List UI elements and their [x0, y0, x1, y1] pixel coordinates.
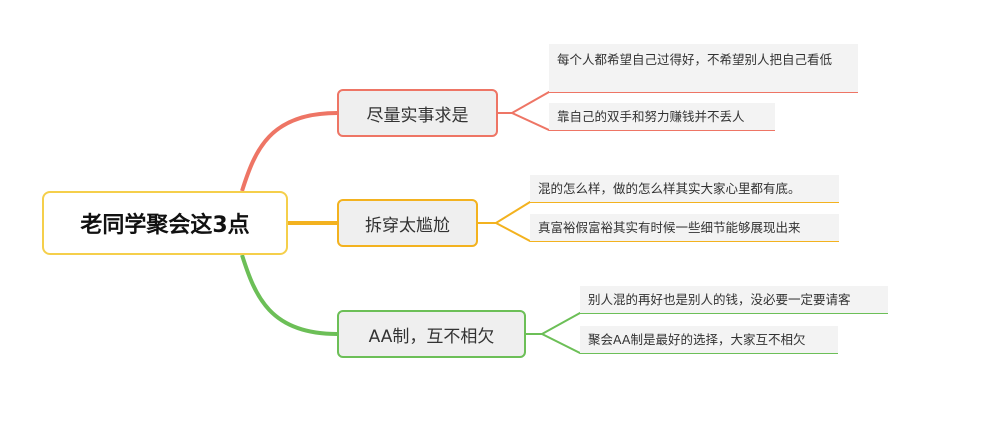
leaf-topic-1-1[interactable]: 每个人都希望自己过得好，不希望别人把自己看低	[549, 44, 858, 92]
leaf-topic-2-2[interactable]: 真富裕假富裕其实有时候一些细节能够展现出来	[530, 214, 839, 241]
connector-branch-3-leaf-2	[526, 333, 838, 354]
branch-topic-1[interactable]: 尽量实事求是	[337, 89, 498, 137]
leaf-topic-2-1[interactable]: 混的怎么样，做的怎么样其实大家心里都有底。	[530, 175, 839, 202]
connector-branch-1-leaf-2	[498, 112, 775, 131]
branch-topic-2[interactable]: 拆穿太尴尬	[337, 199, 478, 247]
root-topic[interactable]: 老同学聚会这3点	[42, 191, 288, 255]
leaf-topic-3-1[interactable]: 别人混的再好也是别人的钱，没必要一定要请客	[580, 286, 888, 313]
connector-root-branch-3	[240, 254, 338, 336]
leaf-topic-3-2[interactable]: 聚会AA制是最好的选择，大家互不相欠	[580, 326, 838, 353]
branch-topic-3[interactable]: AA制，互不相欠	[337, 310, 526, 358]
leaf-topic-1-2[interactable]: 靠自己的双手和努力赚钱并不丢人	[549, 103, 775, 130]
connector-root-branch-1	[240, 111, 338, 192]
connector-branch-2-leaf-2	[478, 222, 839, 242]
